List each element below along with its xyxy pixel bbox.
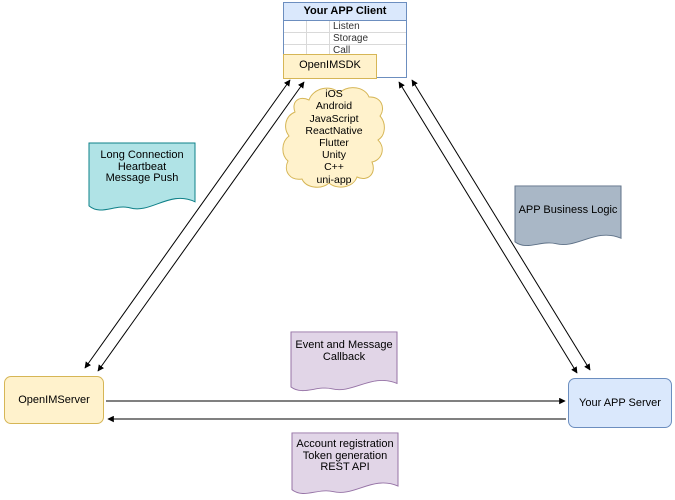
note-rest-api-shape: [291, 432, 399, 494]
note-business-logic-text: APP Business Logic: [514, 185, 622, 217]
platform-unity: Unity: [322, 149, 346, 162]
cloud-platform-list: iOS Android JavaScript ReactNative Flutt…: [281, 84, 387, 190]
note-line: Long Connection: [100, 149, 184, 161]
platform-flutter: Flutter: [319, 137, 349, 149]
note-long-connection-text: Long Connection Heartbeat Message Push: [88, 142, 196, 185]
note-line: Account registration: [296, 438, 394, 450]
note-rest-api: Account registration Token generation RE…: [291, 432, 399, 498]
platform-ios: iOS: [325, 88, 343, 101]
client-row-listen: Listen: [284, 21, 406, 33]
client-box-title: Your APP Client: [284, 3, 406, 21]
openimserver-node: OpenIMServer: [4, 376, 104, 424]
client-box-body: Listen Storage Call OpenIMSDK: [283, 21, 406, 79]
client-box: Your APP Client Listen Storage Call Open…: [283, 2, 407, 79]
note-line: APP Business Logic: [518, 204, 618, 216]
note-line: Event and Message: [295, 339, 393, 351]
openimsdk-box: OpenIMSDK: [283, 54, 377, 79]
client-grid-divider-1: [306, 21, 307, 78]
client-row-call: Call: [333, 45, 351, 56]
note-callback: Event and Message Callback: [290, 331, 398, 395]
note-rest-api-text: Account registration Token generation RE…: [291, 432, 399, 474]
arrow-client-openimserver-1: [84, 79, 291, 369]
note-line: Message Push: [105, 172, 179, 184]
arrow-client-appserver-2: [411, 79, 591, 371]
arrow-client-openimserver-2: [97, 81, 305, 372]
client-grid-divider-2: [329, 21, 330, 78]
note-long-connection: Long Connection Heartbeat Message Push: [88, 142, 196, 215]
platforms-cloud: iOS Android JavaScript ReactNative Flutt…: [281, 84, 387, 190]
note-business-logic: APP Business Logic: [514, 185, 622, 250]
note-line: Token generation: [302, 449, 388, 462]
note-callback-text: Event and Message Callback: [290, 331, 398, 363]
platform-android: Android: [315, 100, 353, 113]
note-line: REST API: [320, 461, 370, 473]
platform-javascript: JavaScript: [309, 112, 359, 125]
platform-cpp: C++: [324, 161, 344, 174]
client-row-storage: Storage: [284, 33, 406, 45]
platform-reactnative: ReactNative: [305, 124, 363, 137]
platform-uniapp: uni-app: [316, 173, 352, 186]
note-line: Callback: [322, 350, 366, 363]
note-callback-shape: [290, 331, 398, 391]
appserver-node: Your APP Server: [568, 378, 672, 428]
